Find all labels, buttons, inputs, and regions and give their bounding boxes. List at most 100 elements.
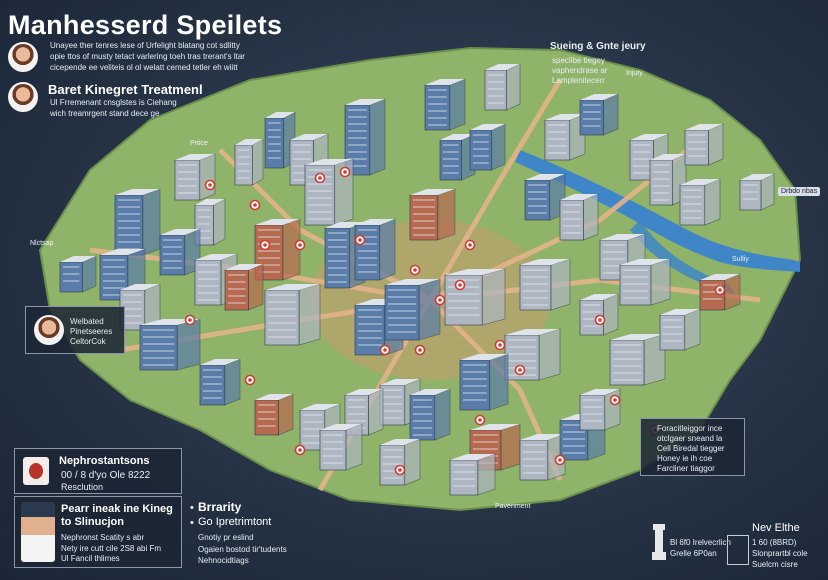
location-marker-icon[interactable] [494, 339, 506, 351]
building-roof [195, 254, 237, 260]
marker-dot [298, 243, 302, 247]
location-marker-icon[interactable] [409, 264, 421, 276]
building-side [418, 278, 441, 341]
avatar-callout [34, 315, 64, 345]
building-face [319, 429, 347, 471]
building-face [649, 159, 673, 206]
location-marker-icon[interactable] [204, 179, 216, 191]
left-callout-line-1: Welbated [70, 317, 104, 326]
building-face [234, 144, 253, 186]
patient-line-2: Nety ire cutt cile 2S8 abi Fm [61, 544, 162, 553]
building-face [379, 384, 406, 426]
building-side [724, 273, 741, 311]
building-face [264, 117, 284, 169]
top-right-line-1: speclibe tiegey [552, 56, 605, 65]
location-marker-icon[interactable] [454, 279, 466, 291]
building-roof [160, 229, 200, 235]
location-marker-icon[interactable] [339, 166, 351, 178]
new-elline-col1-1: Bl 6f0 Irelvecrlicn [670, 538, 731, 547]
nephro-line-1: 00 / 8 d'yo Ole 8222 [61, 470, 151, 481]
building [504, 328, 561, 381]
new-elline-col2-3: Suelcm cisre [752, 560, 798, 569]
location-marker-icon[interactable] [474, 414, 486, 426]
building-side [604, 388, 621, 431]
building-roof [305, 159, 353, 165]
location-marker-icon[interactable] [314, 172, 326, 184]
bullet-text-4: Ogaien bostod tir'tudents [198, 545, 287, 554]
building [424, 78, 466, 131]
location-marker-icon[interactable] [259, 239, 271, 251]
building [684, 123, 724, 166]
marker-dot [298, 448, 302, 452]
building [484, 63, 521, 111]
building [199, 358, 241, 406]
location-marker-icon[interactable] [294, 444, 306, 456]
marker-dot [208, 183, 212, 187]
building [354, 218, 396, 281]
nephro-line-2: Resclution [61, 482, 104, 492]
location-marker-icon[interactable] [184, 314, 196, 326]
building-side [248, 263, 264, 311]
marker-dot [253, 203, 257, 207]
marker-dot [438, 298, 442, 302]
location-marker-icon[interactable] [249, 199, 261, 211]
location-marker-icon[interactable] [464, 239, 476, 251]
building-roof [440, 134, 475, 140]
treatment-heading: Baret Kinegret Treatmenl [48, 82, 203, 97]
building-face [174, 159, 201, 201]
building-roof [225, 264, 263, 270]
building-side [760, 173, 775, 211]
marker-dot [518, 368, 522, 372]
bullet-text-2: Go Ipretrimtont [198, 516, 272, 528]
building-face [544, 119, 571, 161]
location-marker-icon[interactable] [514, 364, 526, 376]
marker-dot [478, 418, 482, 422]
bullet-text-5: Nehnocidtiags [198, 556, 249, 565]
building-face [324, 227, 351, 289]
building-side [404, 438, 421, 486]
label-sulliy: Sulliy [732, 256, 749, 263]
intro-line-1: Unayee ther tenres lese of Urfelight bla… [50, 41, 240, 50]
building-face [609, 339, 645, 386]
building-roof [355, 219, 395, 225]
building-side [437, 188, 456, 241]
building-side [142, 188, 161, 256]
building-roof [700, 274, 740, 280]
location-marker-icon[interactable] [434, 294, 446, 306]
river [515, 150, 800, 272]
location-marker-icon[interactable] [294, 239, 306, 251]
marker-dot [318, 176, 322, 180]
building-side [650, 258, 671, 306]
building-face [484, 69, 508, 111]
building [139, 318, 201, 371]
building-roof [410, 389, 450, 395]
location-marker-icon[interactable] [554, 454, 566, 466]
building-roof [410, 189, 455, 195]
left-callout-line-3: CeltorCok [70, 337, 106, 346]
building [384, 278, 441, 341]
building-face [384, 284, 420, 341]
kidney-icon [23, 457, 49, 485]
building-side [550, 258, 571, 311]
location-marker-icon[interactable] [414, 344, 426, 356]
location-marker-icon[interactable] [594, 314, 606, 326]
building-roof [120, 284, 160, 290]
marker-dot [413, 268, 417, 272]
building-face [354, 304, 386, 356]
marker-dot [343, 170, 347, 174]
building [254, 393, 294, 436]
location-marker-icon[interactable] [394, 464, 406, 476]
location-marker-icon[interactable] [354, 234, 366, 246]
location-marker-icon[interactable] [714, 284, 726, 296]
building [659, 308, 701, 351]
building-side [298, 283, 321, 346]
building-roof [600, 234, 645, 240]
location-marker-icon[interactable] [244, 374, 256, 386]
building-roof [445, 269, 505, 275]
location-marker-icon[interactable] [609, 394, 621, 406]
building-side [345, 423, 363, 471]
building-roof [520, 259, 570, 265]
building-face [519, 439, 549, 481]
location-marker-icon[interactable] [379, 344, 391, 356]
